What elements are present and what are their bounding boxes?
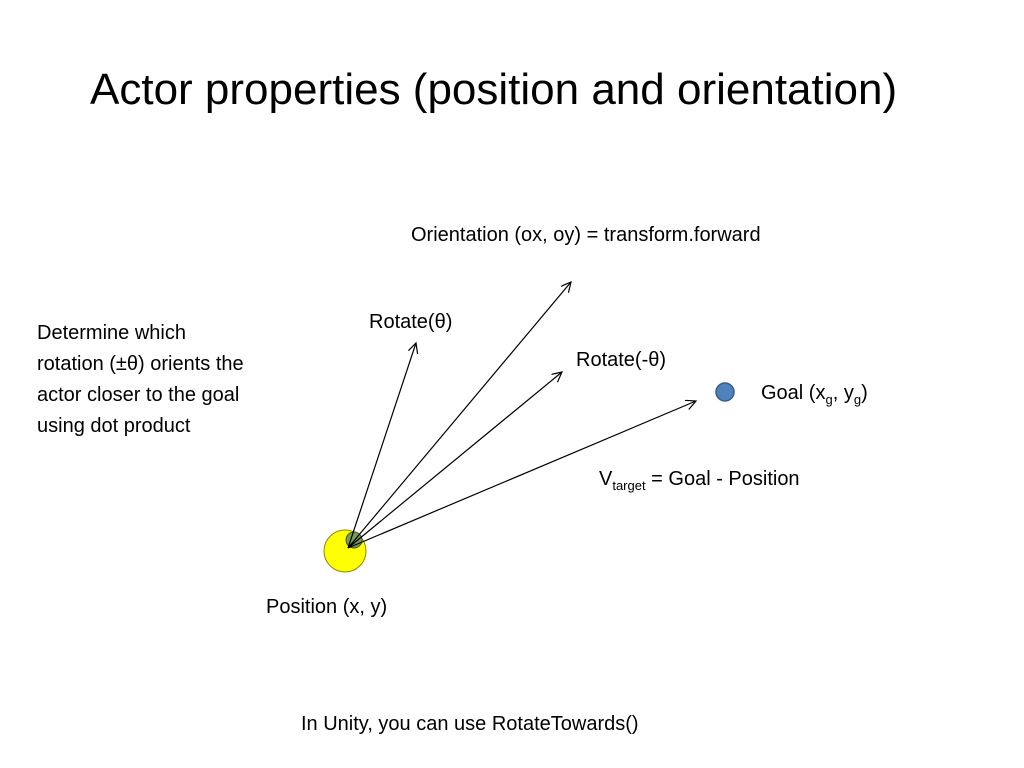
- note-line: rotation (±θ) orients the: [37, 353, 244, 375]
- note-line: using dot product: [37, 415, 191, 437]
- orientation-arrow: [347, 282, 571, 549]
- rotate-negative-label: Rotate(-θ): [576, 349, 667, 371]
- note-line: Determine which: [37, 322, 186, 344]
- goal-label-sub-y: g: [853, 392, 862, 407]
- vtarget-label-suffix: = Goal - Position: [645, 468, 800, 490]
- goal-label: Goal (xg, yg): [761, 381, 868, 407]
- slide-title: Actor properties (position and orientati…: [90, 65, 898, 114]
- goal-label-suffix: ): [861, 382, 868, 404]
- rotate-neg-arrow: [347, 372, 562, 549]
- goal-label-mid: , y: [832, 382, 854, 404]
- rotate-positive-label: Rotate(θ): [369, 311, 453, 333]
- note-line: actor closer to the goal: [37, 384, 240, 406]
- dot-product-note: Determine which rotation (±θ) orients th…: [37, 318, 307, 442]
- vtarget-label-prefix: V: [599, 468, 613, 490]
- vtarget-label-sub: target: [612, 478, 646, 493]
- unity-footer-note: In Unity, you can use RotateTowards(): [301, 713, 639, 735]
- goal-dot: [715, 382, 735, 402]
- vtarget-label: Vtarget = Goal - Position: [599, 467, 800, 493]
- goal-label-sub-x: g: [825, 392, 833, 407]
- rotate-pos-arrow: [347, 343, 416, 549]
- goal-label-prefix: Goal (x: [761, 382, 826, 404]
- position-label: Position (x, y): [266, 596, 388, 618]
- vtarget-arrow: [347, 401, 696, 549]
- orientation-label: Orientation (ox, oy) = transform.forward: [411, 224, 761, 246]
